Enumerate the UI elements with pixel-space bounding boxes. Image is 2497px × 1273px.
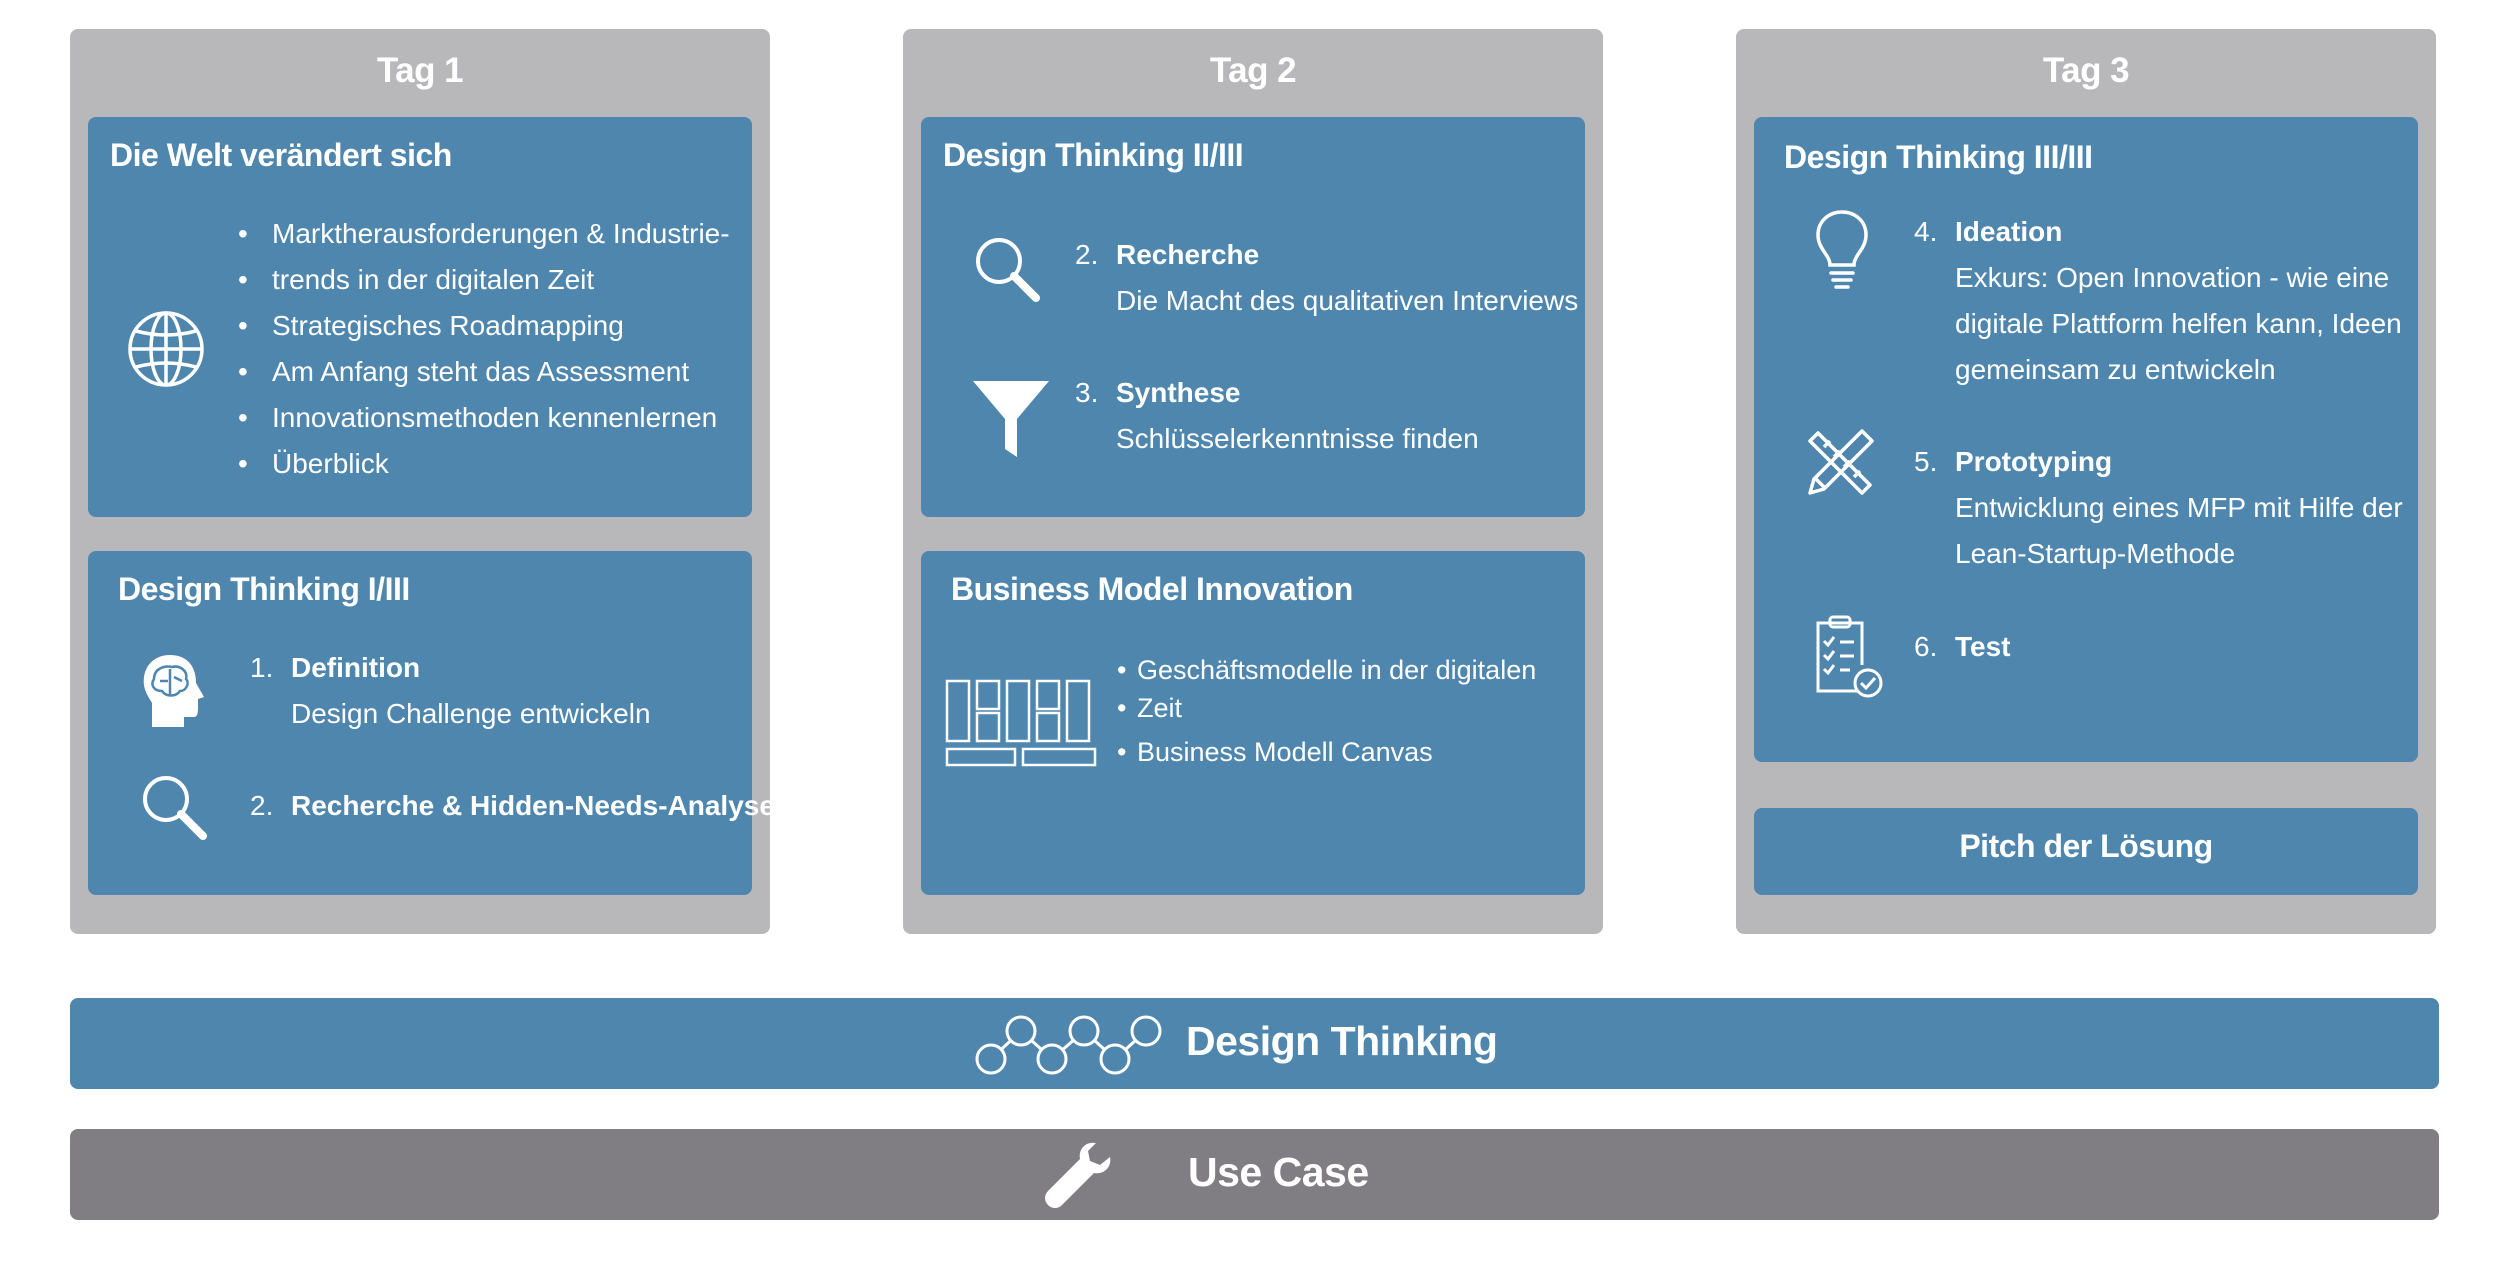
step-head: Recherche & Hidden-Needs-Analyse (291, 790, 775, 821)
checklist-icon (1816, 615, 1883, 698)
bullet-item: Strategisches Roadmapping (238, 303, 730, 349)
panel-die-welt: Die Welt verändert sich Marktherausforde… (88, 117, 752, 517)
step-desc: Schlüsselerkenntnisse finden (1116, 423, 1479, 454)
bullet-list: Geschäftsmodelle in der digitalen Zeit B… (1117, 651, 1536, 771)
panel-title: Design Thinking III/III (1784, 139, 2093, 175)
panel-title: Die Welt verändert sich (110, 137, 452, 173)
column-tag-1: Tag 1 Die Welt verändert sich Marktherau… (70, 29, 775, 934)
bullet-list: Marktherausforderungen & Industrie- tren… (238, 211, 730, 487)
step-head: Definition (291, 652, 421, 683)
wrench-icon (1045, 1142, 1111, 1208)
design-thinking-label: Design Thinking (1186, 1018, 1498, 1064)
column-title: Tag 1 (376, 51, 464, 90)
step-desc: Design Challenge entwickeln (291, 698, 651, 729)
bullet-item: Business Modell Canvas (1117, 733, 1536, 771)
step-desc: Entwicklung eines MFP mit Hilfe der (1955, 492, 2403, 523)
panel-business-model-innovation: Business Model Innovation Geschäftsmodel… (921, 551, 1585, 895)
panel-design-thinking-1: Design Thinking I/III 1. Definition Desi… (88, 551, 775, 895)
step-head: Ideation (1955, 216, 2063, 247)
column-title: Tag 3 (2042, 51, 2130, 90)
step-desc: Lean-Startup-Methode (1955, 538, 2236, 569)
bullet-item: Innovationsmethoden kennenlernen (238, 395, 730, 441)
connected-circles-icon (975, 1015, 1162, 1075)
pitch-panel: Pitch der Lösung (1754, 808, 2418, 895)
step-desc: Die Macht des qualitativen Interviews (1116, 285, 1579, 316)
pencil-ruler-icon (1808, 429, 1874, 495)
bullet-item: Geschäftsmodelle in der digitalen (1117, 651, 1536, 689)
panel-title: Business Model Innovation (951, 571, 1353, 607)
bullet-item: Marktherausforderungen & Industrie- (238, 211, 730, 257)
lightbulb-icon (1816, 210, 1868, 289)
funnel-icon (973, 381, 1049, 457)
column-tag-3: Tag 3 Design Thinking III/III (1736, 29, 2436, 934)
column-tag-2: Tag 2 Design Thinking II/III 2. Recherch… (903, 29, 1603, 934)
step-desc: gemeinsam zu entwickeln (1955, 354, 2276, 385)
pitch-label: Pitch der Lösung (1959, 828, 2213, 864)
step-head: Synthese (1116, 377, 1241, 408)
bullet-item: Am Anfang steht das Assessment (238, 349, 730, 395)
step-desc: digitale Plattform helfen kann, Ideen (1955, 308, 2402, 339)
bullet-item-continuation: trends in der digitalen Zeit​ (238, 257, 730, 303)
design-thinking-bar: Design Thinking (70, 998, 2439, 1089)
head-brain-icon (143, 655, 204, 727)
magnifier-icon (976, 238, 1040, 302)
step-head: Recherche (1116, 239, 1260, 270)
use-case-label: Use Case (1188, 1149, 1369, 1195)
step-head: Test (1955, 631, 2011, 662)
panel-title: Design Thinking II/III (943, 137, 1244, 173)
step-head: Prototyping (1955, 446, 2113, 477)
panel-design-thinking-3: Design Thinking III/III (1754, 117, 2418, 762)
column-title: Tag 2 (1209, 51, 1297, 90)
magnifier-icon (143, 776, 207, 840)
globe-icon (128, 311, 204, 387)
bullet-item-continuation: Zeit (1117, 689, 1536, 727)
use-case-bar: Use Case (70, 1129, 2439, 1220)
panel-design-thinking-2: Design Thinking II/III 2. Recherche Die … (921, 117, 1585, 517)
bullet-item: Überblick (238, 441, 730, 487)
panel-title: Design Thinking I/III (118, 571, 410, 607)
step-desc: Exkurs: Open Innovation - wie eine (1955, 262, 2390, 293)
canvas-grid-icon (945, 679, 1097, 767)
